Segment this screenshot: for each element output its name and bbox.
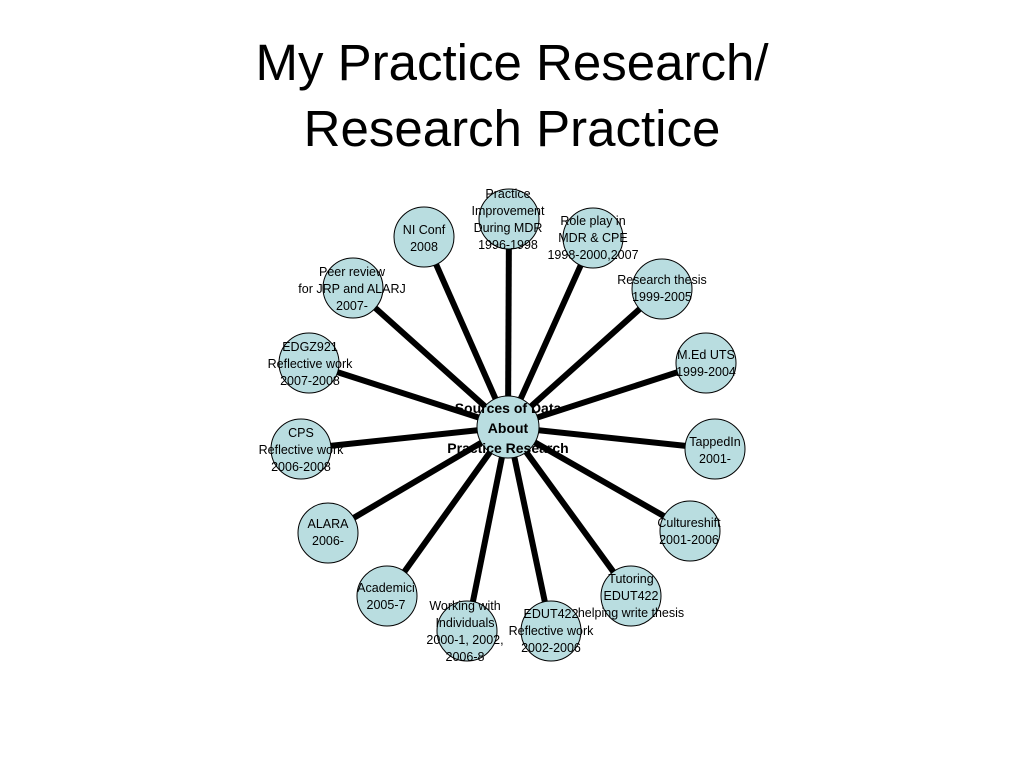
node-label-line: 1999-2004	[676, 365, 736, 379]
node-circle	[659, 500, 721, 562]
node-label-line: EDUT422	[524, 607, 579, 621]
hub-label-line: About	[488, 420, 529, 436]
spoke-practice-improvement	[505, 218, 512, 428]
node-label-line: 2000-1, 2002,	[426, 633, 503, 647]
node-label-line: Reflective work	[268, 357, 353, 371]
node-circle	[631, 258, 693, 320]
node-label-line: Research thesis	[617, 273, 707, 287]
spoke-tutoring	[505, 425, 634, 598]
spoke-cps	[300, 424, 509, 452]
node-research-thesis: Research thesis 1999-2005	[617, 258, 707, 320]
spoke-ni-conf	[421, 235, 511, 429]
node-label-line: 2002-2006	[521, 641, 581, 655]
spoke-alara	[326, 424, 510, 536]
node-label-line: 2007-2008	[280, 374, 340, 388]
spoke-cultureshift	[506, 424, 692, 534]
slide-title-line-2: Research Practice	[303, 100, 721, 157]
node-label-line: Academici	[357, 581, 415, 595]
node-role-play: Role play in MDR & CPE 1998-2000,2007	[547, 207, 639, 269]
node-label-line: EDUT422	[604, 589, 659, 603]
node-circle	[297, 502, 359, 564]
node-label-line: 1998-2000,2007	[547, 248, 638, 262]
node-circle	[270, 418, 332, 480]
node-circle	[520, 600, 582, 662]
node-circle	[278, 332, 340, 394]
node-circle	[478, 188, 540, 250]
node-tappedin: TappedIn 2001-	[684, 418, 746, 480]
slide-title-line-1: My Practice Research/	[255, 34, 769, 91]
node-label-line: for JRP and ALARJ	[298, 282, 405, 296]
node-label-line: helping write thesis	[578, 606, 684, 620]
node-circle	[684, 418, 746, 480]
spoke-edgz921	[308, 360, 509, 430]
node-label-line: Reflective work	[259, 443, 344, 457]
node-label-line: 1996-1998	[478, 238, 538, 252]
node-label-line: MDR & CPE	[558, 231, 627, 245]
node-circle	[675, 332, 737, 394]
hub-label-line: Sources of Data	[455, 400, 562, 416]
spoke-role-play	[505, 236, 596, 429]
node-label-line: Practice	[485, 187, 530, 201]
node-peer-review: Peer review for JRP and ALARJ 2007-	[298, 257, 406, 319]
spokes-group	[300, 218, 716, 632]
hub-label-line: Practice Research	[447, 440, 568, 456]
node-circle	[600, 565, 662, 627]
node-cps: CPS Reflective work 2006-2008	[259, 418, 344, 480]
node-circle	[436, 600, 498, 662]
node-label-line: 2005-7	[367, 598, 406, 612]
slide-title: My Practice Research/ Research Practice	[0, 30, 1024, 162]
spoke-peer-review	[350, 285, 511, 430]
node-label-line: ALARA	[308, 517, 350, 531]
node-circle	[562, 207, 624, 269]
node-ni-conf: NI Conf 2008	[393, 206, 455, 268]
node-label-line: Role play in	[560, 214, 625, 228]
spoke-med-uts	[507, 360, 707, 430]
node-cultureshift: Cultureshift 2001-2006	[657, 500, 721, 562]
spoke-working-with-individuals	[464, 426, 511, 632]
spoke-academici	[384, 425, 511, 598]
node-label-line: During MDR	[474, 221, 543, 235]
node-circle	[393, 206, 455, 268]
node-label-line: 2007-	[336, 299, 368, 313]
node-label-line: 2006-2008	[271, 460, 331, 474]
node-circle	[356, 565, 418, 627]
node-label-line: Tutoring	[608, 572, 653, 586]
spoke-research-thesis	[505, 286, 665, 430]
node-alara: ALARA 2006-	[297, 502, 359, 564]
node-circle	[322, 257, 384, 319]
node-label-line: M.Ed UTS	[677, 348, 735, 362]
spoke-edut422	[505, 426, 554, 632]
node-label-line: Individuals	[435, 616, 494, 630]
node-label-line: NI Conf	[403, 223, 446, 237]
node-label-line: Cultureshift	[657, 516, 721, 530]
node-label-line: 2006-	[312, 534, 344, 548]
node-med-uts: M.Ed UTS 1999-2004	[675, 332, 737, 394]
node-label-line: Peer review	[319, 265, 386, 279]
node-label-line: CPS	[288, 426, 314, 440]
node-label-line: 2001-	[699, 452, 731, 466]
node-label-line: TappedIn	[689, 435, 740, 449]
node-label-line: Reflective work	[509, 624, 594, 638]
node-label-line: EDGZ921	[282, 340, 338, 354]
hub-circle	[476, 395, 540, 459]
node-academici: Academici 2005-7	[356, 565, 418, 627]
node-label-line: 2008	[410, 240, 438, 254]
spoke-tappedin	[507, 424, 716, 452]
node-label-line: Improvement	[472, 204, 545, 218]
node-label-line: 1999-2005	[632, 290, 692, 304]
node-label-line: 2006-8	[446, 650, 485, 664]
node-label-line: 2001-2006	[659, 533, 719, 547]
node-label-line: Working with	[429, 599, 500, 613]
